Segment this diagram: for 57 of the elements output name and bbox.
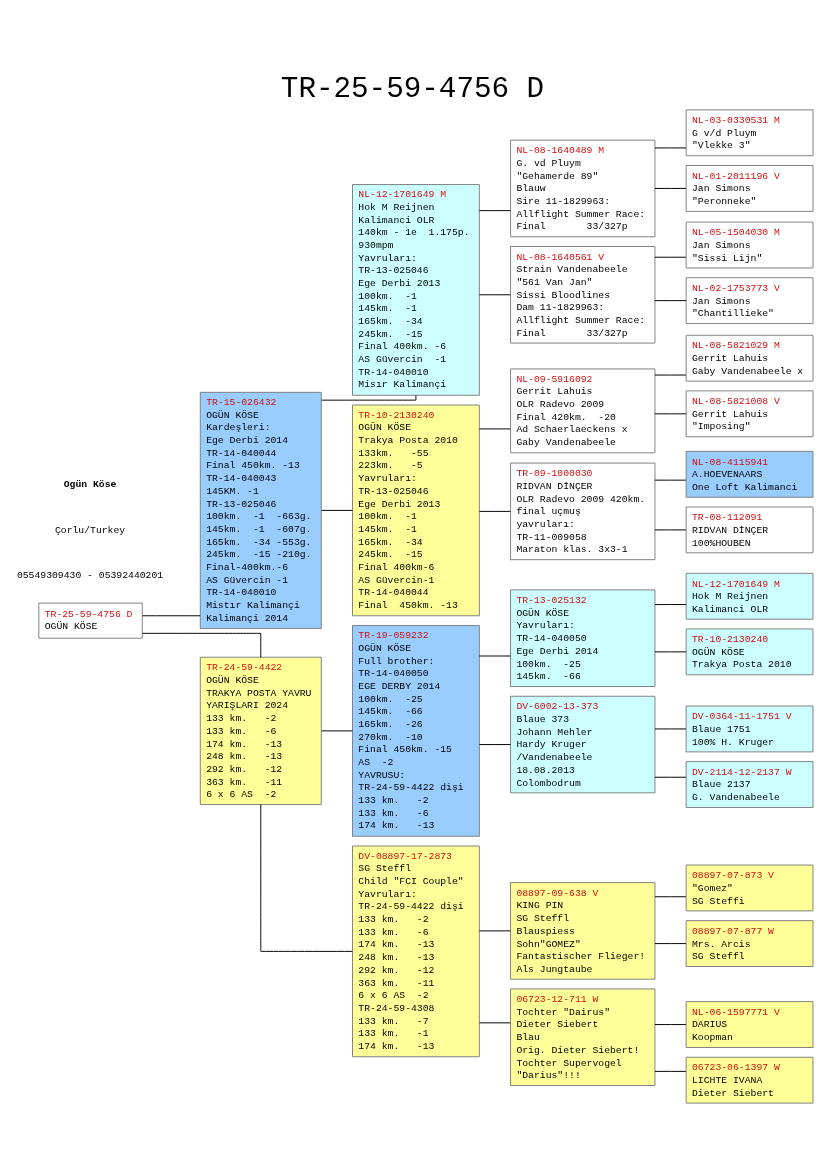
connector	[479, 743, 511, 745]
node-box: TR-25-59-4756 D OGÜN KÖSE	[38, 602, 143, 639]
connector	[654, 1070, 687, 1072]
node-box: TR-09-1000030 RIDVAN DİNÇER OLR Radevo 2009 420km. final uçmuş yavruları: TR-11-009058 Maraton klas. 3x3-1	[510, 462, 656, 560]
connector	[654, 187, 687, 189]
connector	[654, 412, 687, 414]
connector	[654, 650, 687, 652]
node-box: NL-01-2011196 V Jan Simons "Peronneke"	[685, 164, 814, 212]
node-box: TR-24-59-4422 OGÜN KÖSE TRAKYA POSTA YAVRU YARIŞLARI 2024 133 km. -2 133 km. -6 174 km. -13 248 km. -13 292 km. -12 363 km. -11 6 x 6 AS -2	[199, 656, 322, 805]
connector	[321, 509, 353, 511]
connector	[479, 209, 511, 211]
label: 05549309430 - 05392440201	[16, 569, 164, 581]
label: Çorlu/Turkey	[54, 524, 126, 536]
connector	[654, 942, 687, 944]
connector	[479, 510, 511, 512]
node-box: NL-12-1701649 M Hok M Reijnen Kalimanci OLR 140km - 1e 1.175p. 930mpm Yavruları: TR-13-025046 Ege Derbi 2013 100km. -1 145km. -1 165km. -34 245km. -15 Final 400km. -6 AS Güvercin -1 TR-14-040010 Misır Kalimançi	[352, 183, 480, 396]
node-box: NL-05-1504030 M Jan Simons "Sissi Lijn"	[685, 221, 814, 268]
connector	[479, 293, 511, 295]
node-box: NL-03-0330531 M G v/d Pluym "Vlekke 3"	[685, 108, 814, 156]
node-box: 06723-12-711 W Tochter "Dairus" Dieter Siebert Blau Orig. Dieter Siebert! Tochter Supervogel "Darius"!!!	[510, 987, 656, 1086]
node-box: NL-08-4115941 A.HOEVENAARS One Loft Kalimanci	[685, 450, 814, 498]
node-box: TR-10-2130240 OGÜN KÖSE Trakya Posta 2010	[685, 627, 814, 675]
connector	[654, 256, 687, 258]
node-box: TR-10-2130240 OGÜN KÖSE Trakya Posta 2010 133km. -55 223km. -5 Yavruları: TR-13-025046 Ege Derbi 2013 100km. -1 145km. -1 165km. -34 245km. -15 Final 400km-6 AS Güvercin-1 TR-14-040044 Final 450km. -13	[352, 404, 480, 616]
connector	[654, 776, 687, 778]
node-box: NL-08-5821029 M Gerrit Lahuis Gaby Vandenabeele x	[685, 334, 814, 382]
connector	[654, 479, 687, 481]
diagram-title: TR-25-59-4756 D	[280, 72, 545, 106]
node-box: 08897-07-877 W Mrs. Arcis SG Steffl	[685, 919, 814, 967]
node-box: TR-08-112091 RIDVAN DİNÇER 100%HOUBEN	[685, 506, 814, 553]
node-box: NL-09-5916092 Gerrit Lahuis OLR Radevo 2009 Final 420km. -20 Ad Schaerlaeckens x Gaby Vandenabeele	[510, 367, 656, 453]
connector	[321, 394, 417, 401]
node-box: 06723-06-1397 W LICHTE IVANA Dieter Siebert	[685, 1056, 814, 1104]
node-box: NL-08-1640489 M G. vd Pluym "Gehamerde 89" Blauw Sire 11-1829963: Allflight Summer Race: Final 33/327p	[510, 139, 656, 237]
node-box: DV-08897-17-2873 SG Steffl Child "FCI Couple" Yavruları: TR-24-59-4422 dişi 133 km. -2 133 km. -6 174 km. -13 248 km. -13 292 km. -12 363 km. -11 6 x 6 AS -2 TR-24-59-4308 133 km. -7 133 km. -1 174 km. -13	[352, 845, 480, 1057]
connector	[142, 632, 262, 658]
connector	[654, 1023, 687, 1025]
node-box: NL-08-1640561 V Strain Vandenabeele "561 Van Jan" Sissi Bloodlines Dam 11-1829963: Allflight Summer Race: Final 33/327p	[510, 245, 656, 344]
node-box: TR-15-026432 OGÜN KÖSE Kardeşleri: Ege Derbi 2014 TR-14-040044 Final 450km. -13 TR-14-040043 145KM. -1 TR-13-025046 100km. -1 -663g. 145km. -1 -607g. 165km. -34 -553g. 245km. -15 -210g. Final-400km.-6 AS Güvercin -1 TR-14-040010 Mistır Kalimançi Kalimançi 2014	[199, 391, 322, 629]
node-box: 08897-07-873 V "Gomez" SG Steffi	[685, 864, 814, 911]
node-box: TR-13-025132 OGÜN KÖSE Yavruları: TR-14-040050 Ege Derbi 2014 100km. -25 145km. -66	[510, 588, 656, 687]
connector	[654, 299, 687, 301]
node-box: NL-12-1701649 M Hok M Reijnen Kalimanci OLR	[685, 572, 814, 620]
connector	[260, 803, 353, 952]
connector	[654, 603, 687, 605]
node-box: DV-2114-12-2137 W Blaue 2137 G. Vandenabeele	[685, 760, 814, 808]
connector	[654, 895, 687, 897]
node-box: NL-06-1597771 V DARIUS Koopman	[685, 1000, 814, 1048]
connector	[654, 528, 687, 530]
node-box: TR-19-059232 OGÜN KÖSE Full brother: TR-14-040050 EGE DERBY 2014 100km. -25 145km. -66 165km. -26 270km. -10 Final 450km. -15 AS -2 YAVRUSU: TR-24-59-4422 dişi 133 km. -2 133 km. -6 174 km. -13	[352, 624, 480, 837]
label: Ogün Köse	[63, 478, 117, 490]
node-box: NL-02-1753773 V Jan Simons "Chantillieke"	[685, 276, 814, 324]
node-box: NL-08-5821008 V Gerrit Lahuis "Imposing"	[685, 389, 814, 437]
node-box: DV-6002-13-373 Blaue 373 Johann Mehler Hardy Kruger /Vandenabeele 18.08.2013 Colombodrum	[510, 695, 656, 793]
node-box: DV-0364-11-1751 V Blaue 1751 100% H. Kruger	[685, 705, 814, 752]
connector	[142, 614, 201, 616]
node-box: 08897-09-638 V KING PIN SG Steffl Blauspiess Sohn"GOMEZ" Fantastischer Flieger! Als Jungtaube	[510, 881, 656, 980]
